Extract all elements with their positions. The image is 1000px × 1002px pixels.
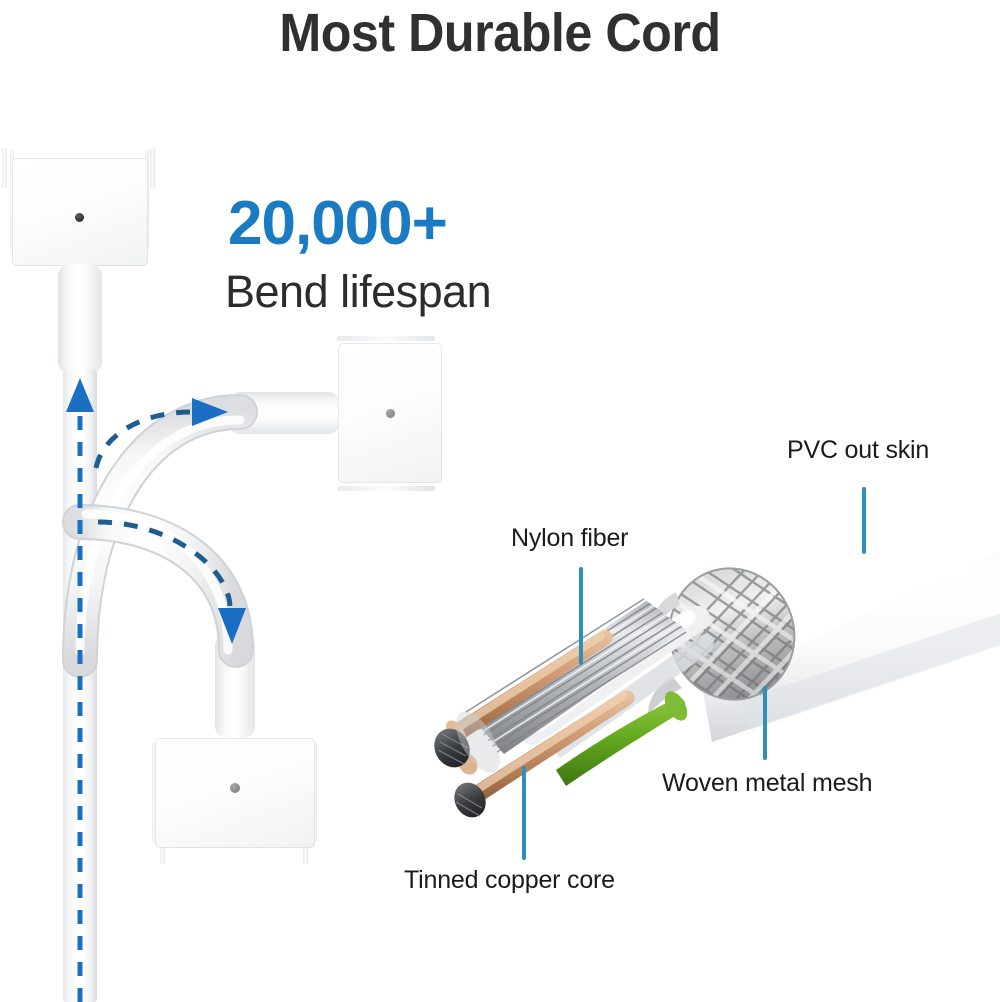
leader-nylon-fiber [579,567,583,665]
pvc-outer-jacket [700,528,1000,742]
cable-main-vertical [63,370,97,1002]
nylon-fiber-sleeve [517,605,714,758]
label-woven-metal-mesh: Woven metal mesh [662,769,873,797]
label-pvc-out-skin: PVC out skin [787,436,930,464]
connector-bottom-tab-right [303,838,308,864]
connector-bottom-rail-left [152,742,156,842]
leader-woven-metal-mesh [763,686,767,760]
arrow-bend-right [93,398,228,469]
cord-bend-lower [62,504,254,668]
arrow-bend-down [97,519,246,644]
connector-bottom-strain-relief [215,634,255,738]
label-tinned-copper-core: Tinned copper core [404,866,615,894]
connector-middle-strain-relief [228,392,340,434]
connector-middle-tab-bottom [337,486,435,491]
connector-top-body [12,158,148,266]
leader-pvc-out-skin [862,487,866,554]
cord-bend-upper [62,394,258,678]
tinned-copper-core [445,630,635,810]
connector-top-strain-relief [58,264,102,374]
silver-strand-bundle [465,596,690,755]
connector-bottom-led [230,783,240,793]
leader-tinned-copper-core [522,766,526,860]
bend-count-value: 20,000+ [228,189,448,258]
connector-middle-tab-top [337,336,435,341]
connector-bottom-body [155,738,315,848]
label-nylon-fiber: Nylon fiber [511,524,629,552]
bend-count-caption: Bend lifespan [225,266,492,317]
connector-top-led [75,213,84,222]
connector-top-tab-right [150,148,155,188]
connector-top-tab-left [2,148,7,188]
connector-middle-led [386,409,395,418]
page-title: Most Durable Cord [279,3,721,63]
connector-bottom-tab-left [160,838,165,864]
bundle-end-face [456,711,500,773]
connector-bottom-rail-right [313,742,317,842]
twisted-core-ends [434,728,486,818]
